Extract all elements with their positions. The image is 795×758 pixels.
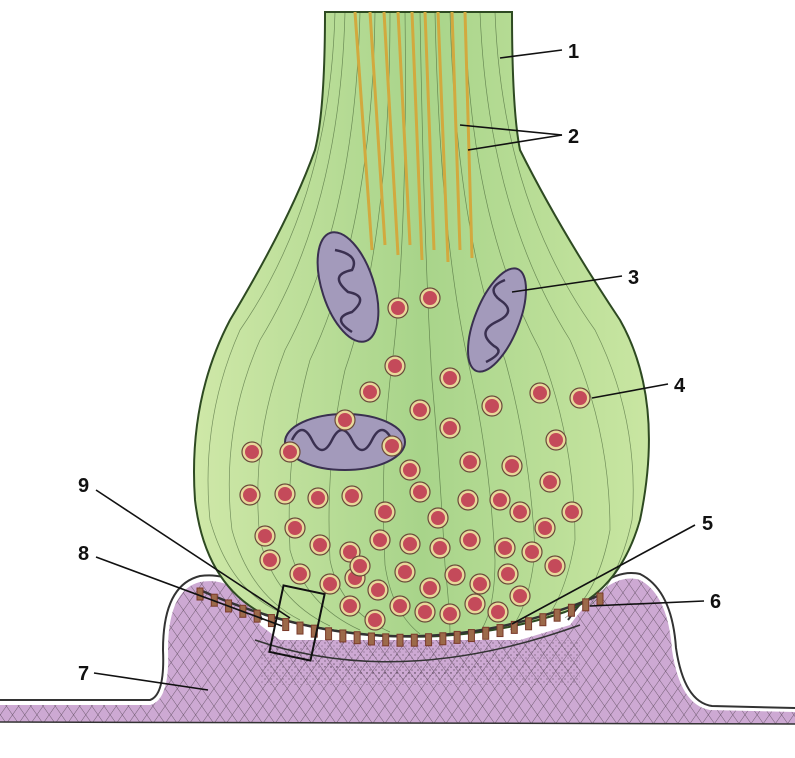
vesicle-core [391, 301, 405, 315]
vesicle-core [293, 567, 307, 581]
vesicle-core [323, 577, 337, 591]
vesicle-core [413, 485, 427, 499]
vesicle-core [443, 371, 457, 385]
vesicle-core [313, 538, 327, 552]
cleft-element [454, 631, 460, 643]
vesicle-core [493, 493, 507, 507]
cleft-element [497, 625, 503, 637]
vesicle-core [258, 529, 272, 543]
cleft-element [340, 630, 346, 642]
vesicle-core [371, 583, 385, 597]
vesicle-core [288, 521, 302, 535]
vesicle-core [385, 439, 399, 453]
vesicle-core [345, 489, 359, 503]
cleft-element [326, 628, 332, 640]
vesicle-core [548, 559, 562, 573]
vesicle-core [368, 613, 382, 627]
vesicle-core [388, 359, 402, 373]
vesicle-core [573, 391, 587, 405]
vesicle-core [423, 581, 437, 595]
cleft-element [283, 619, 289, 631]
cleft-element [526, 618, 532, 630]
cleft-element [483, 627, 489, 639]
label-8: 8 [78, 543, 89, 565]
label-5: 5 [702, 513, 713, 535]
vesicle-core [245, 445, 259, 459]
cleft-element [383, 634, 389, 646]
vesicle-core [243, 488, 257, 502]
vesicle-core [413, 403, 427, 417]
vesicle-core [505, 459, 519, 473]
cleft-element [597, 593, 603, 605]
cleft-element [411, 634, 417, 646]
vesicle-core [353, 559, 367, 573]
label-2: 2 [568, 126, 579, 148]
vesicle-core [373, 533, 387, 547]
vesicle-core [433, 541, 447, 555]
vesicle-core [443, 421, 457, 435]
vesicle-core [311, 491, 325, 505]
vesicle-core [501, 567, 515, 581]
vesicle-core [549, 433, 563, 447]
vesicle-core [283, 445, 297, 459]
label-4: 4 [674, 375, 686, 397]
vesicle-core [278, 487, 292, 501]
vesicle-core [525, 545, 539, 559]
vesicle-core [398, 565, 412, 579]
vesicle-core [485, 399, 499, 413]
cleft-element [568, 604, 574, 616]
label-1: 1 [568, 41, 579, 63]
cleft-element [468, 630, 474, 642]
label-6: 6 [710, 591, 721, 613]
vesicle-core [468, 597, 482, 611]
cleft-element [368, 633, 374, 645]
vesicle-core [448, 568, 462, 582]
vesicle-core [491, 605, 505, 619]
vesicle-core [533, 386, 547, 400]
vesicle-core [403, 463, 417, 477]
vesicle-core [461, 493, 475, 507]
vesicle-core [498, 541, 512, 555]
vesicle-core [423, 291, 437, 305]
vesicle-core [463, 533, 477, 547]
cleft-element [554, 609, 560, 621]
label-7: 7 [78, 663, 89, 685]
label-3: 3 [628, 267, 639, 289]
vesicle-core [463, 455, 477, 469]
cleft-element [426, 634, 432, 646]
vesicle-core [565, 505, 579, 519]
vesicle-core [338, 413, 352, 427]
vesicle-core [431, 511, 445, 525]
vesicle-core [513, 505, 527, 519]
cleft-element [354, 632, 360, 644]
cleft-element [583, 599, 589, 611]
vesicle-core [513, 589, 527, 603]
vesicle-core [403, 537, 417, 551]
vesicle-core [263, 553, 277, 567]
vesicle-core [418, 605, 432, 619]
vesicle-core [543, 475, 557, 489]
vesicle-core [363, 385, 377, 399]
cleft-element [440, 633, 446, 645]
vesicle-core [343, 599, 357, 613]
cleft-element [540, 614, 546, 626]
cleft-element [397, 634, 403, 646]
vesicle-core [378, 505, 392, 519]
vesicle-core [473, 577, 487, 591]
vesicle-core [443, 607, 457, 621]
cleft-element [297, 622, 303, 634]
vesicle-core [538, 521, 552, 535]
label-9: 9 [78, 475, 89, 497]
vesicle-core [393, 599, 407, 613]
